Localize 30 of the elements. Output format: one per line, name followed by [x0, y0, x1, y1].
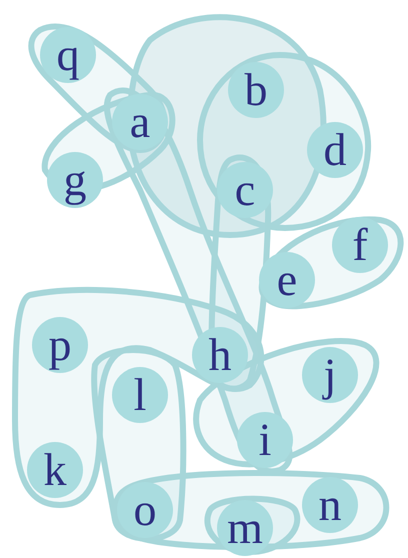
vertex-label: k	[44, 447, 66, 493]
vertex-label: f	[352, 222, 368, 268]
vertex-circle	[217, 162, 273, 218]
vertex-circle	[302, 347, 358, 403]
vertex-label: d	[324, 127, 346, 173]
vertex-label: g	[64, 157, 86, 203]
vertex-label: h	[208, 332, 232, 378]
vertex-circle	[27, 442, 83, 498]
vertex-label: q	[56, 32, 80, 78]
vertex-circle	[117, 482, 173, 538]
vertex-circle	[332, 217, 388, 273]
vertex-label: o	[134, 487, 156, 533]
vertex-circle	[192, 327, 248, 383]
vertex-label: l	[134, 372, 146, 418]
vertex-circle	[112, 94, 168, 150]
vertex-label: c	[234, 167, 256, 213]
vertex-label: a	[130, 99, 150, 145]
vertex-label: p	[48, 322, 72, 368]
vertex-label: n	[318, 482, 342, 528]
vertex-label: m	[227, 505, 263, 551]
vertex-circle	[237, 412, 293, 468]
vertex-circle	[259, 252, 315, 308]
vertex-label: i	[258, 417, 272, 463]
vertex-circle	[217, 500, 273, 556]
vertex-circle	[302, 477, 358, 533]
vertex-label: e	[276, 257, 298, 303]
vertex-label: j	[324, 352, 336, 398]
vertex-label: b	[244, 67, 268, 113]
vertex-circle	[307, 122, 363, 178]
vertex-circle	[40, 27, 96, 83]
